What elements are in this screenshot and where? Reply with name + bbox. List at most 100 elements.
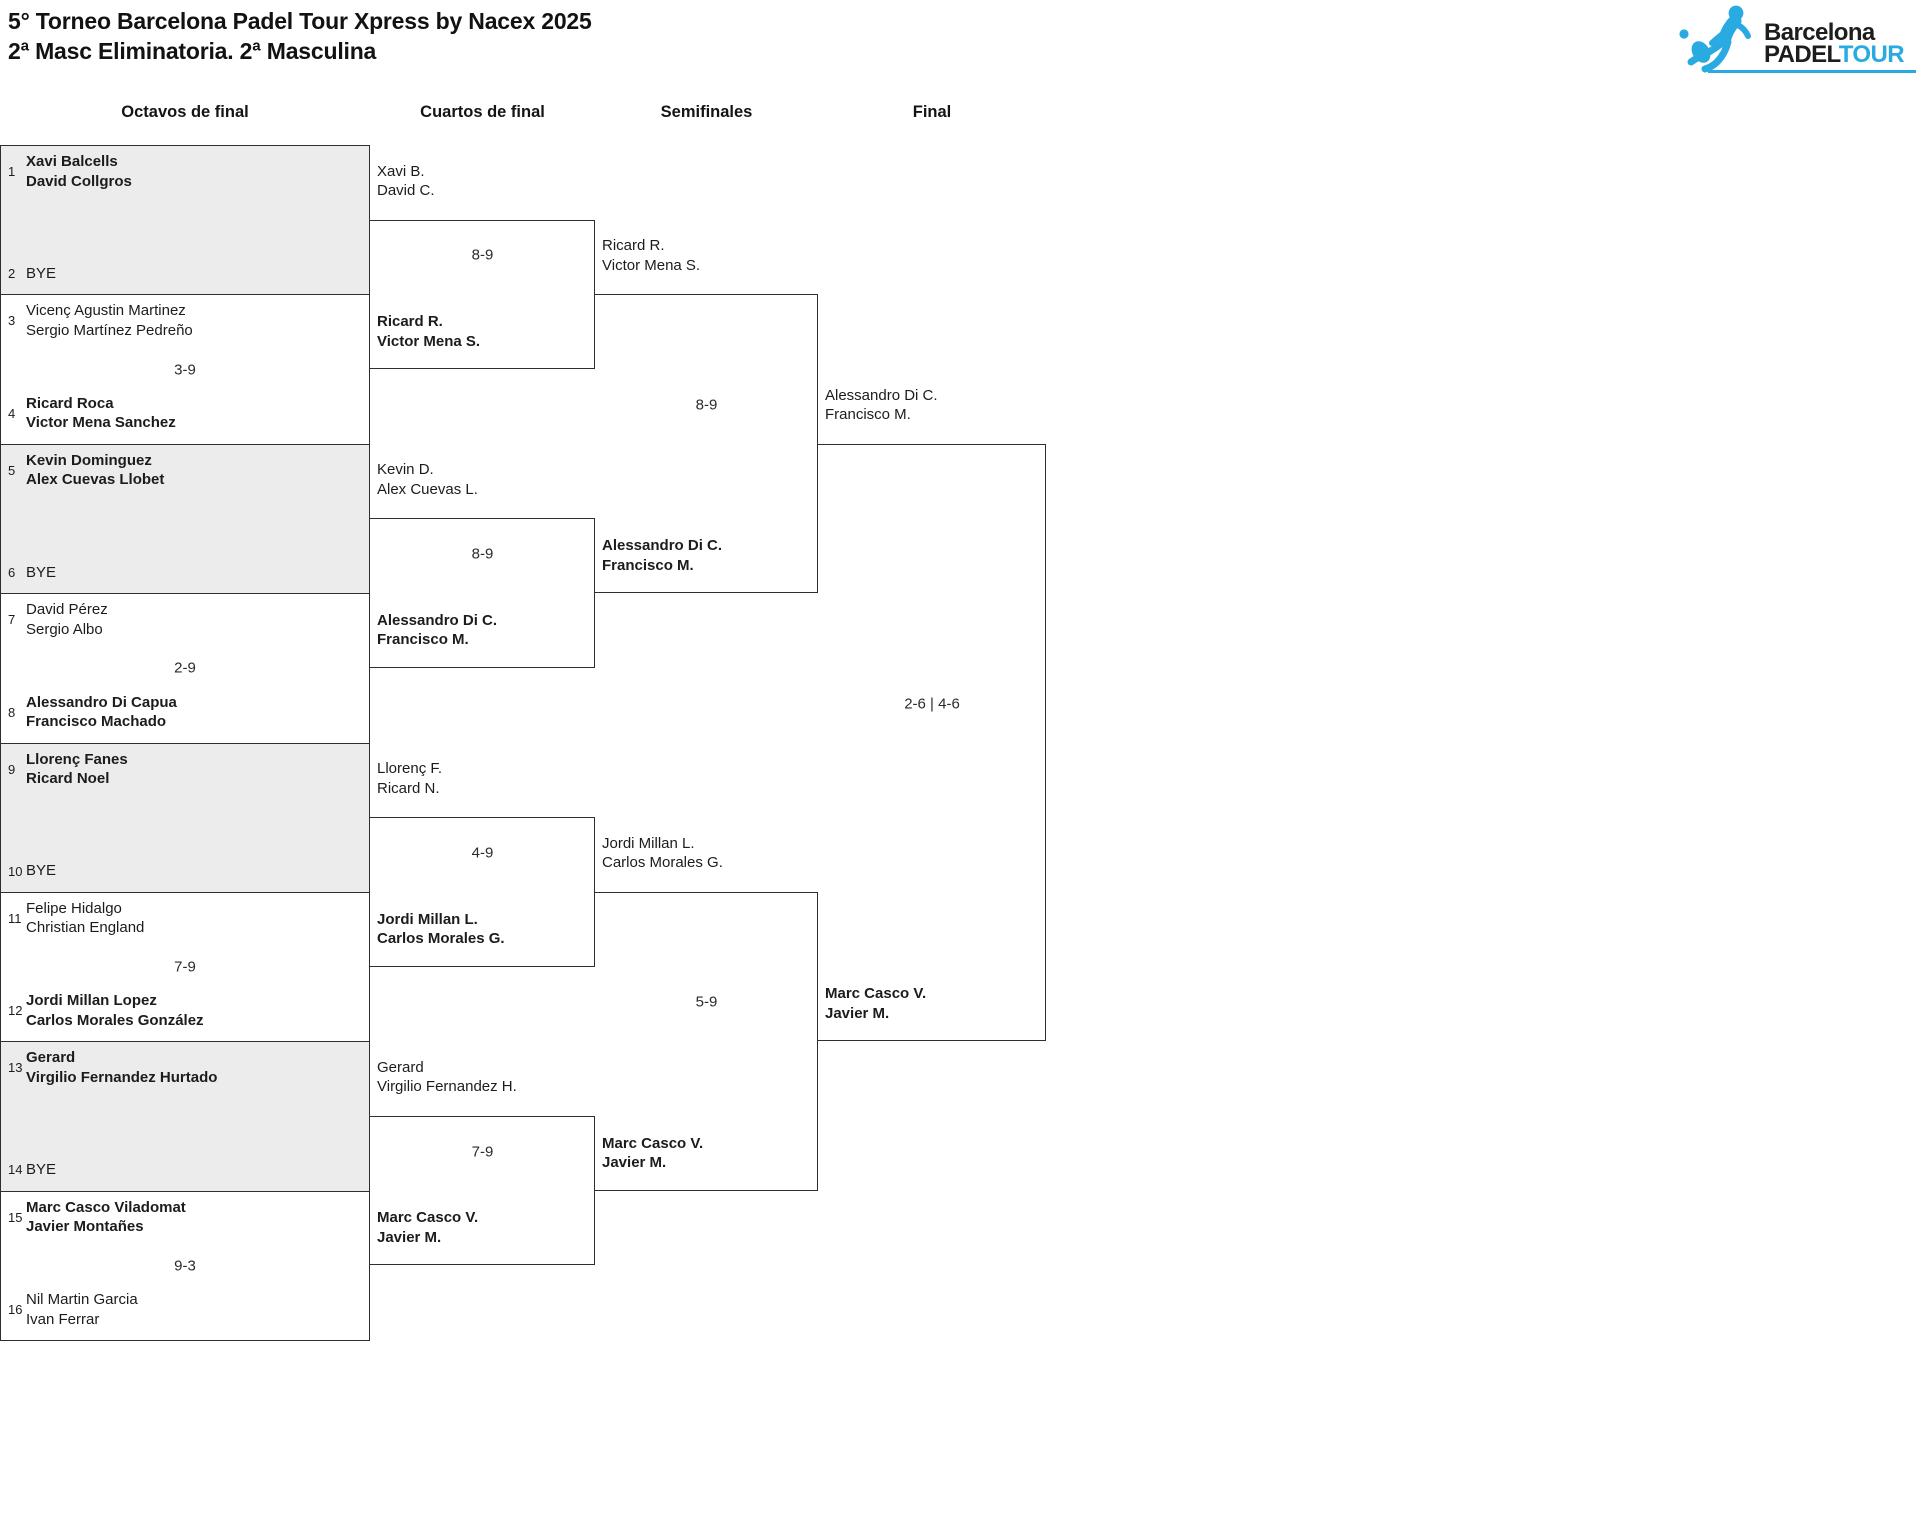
cuartos-score: 4-9 [471, 844, 494, 862]
logo-text: Barcelona PADELTOUR [1764, 19, 1905, 68]
team-name-line: Ricard Roca [26, 394, 114, 412]
team-name-line: Javier M. [377, 1228, 442, 1246]
team-name-line: BYE [26, 862, 57, 880]
team-name-line: Jordi Millan Lopez [26, 992, 157, 1010]
logo-word-tour: TOUR [1838, 41, 1905, 68]
logo-word-barcelona: Barcelona [1764, 19, 1875, 46]
team-name-line: Llorenç Fanes [26, 750, 128, 768]
semifinal-team-bottom: Alessandro Di C.Francisco M. [602, 536, 722, 575]
team-name-line: David Pérez [26, 601, 108, 619]
seed-number: 10 [8, 863, 23, 879]
team-name-line: Gerard [26, 1049, 76, 1067]
final-score: 2-6 | 4-6 [904, 695, 960, 712]
padel-player-icon [1679, 5, 1751, 73]
team-name-line: BYE [26, 563, 57, 581]
round-header-final: Final [912, 103, 952, 121]
seed-number: 7 [8, 612, 16, 628]
team-name-line: Christian England [26, 919, 145, 937]
team-name-line: Javier M. [825, 1004, 890, 1022]
seed-number: 9 [8, 761, 16, 777]
round-header-semifinales: Semifinales [660, 103, 753, 121]
team-name-line: Xavi Balcells [26, 153, 118, 170]
team-name-line: Kevin Dominguez [26, 451, 152, 469]
semifinal-score: 5-9 [695, 993, 718, 1011]
title-block: 5° Torneo Barcelona Padel Tour Xpress by… [8, 6, 592, 66]
team-name-line: Ricard Noel [26, 770, 110, 787]
team-name-line: Marc Casco V. [602, 1134, 704, 1152]
team-name-line: Virgilio Fernandez H. [377, 1078, 517, 1096]
seed-number: 15 [8, 1209, 23, 1225]
seed-number: 14 [8, 1162, 23, 1178]
semifinal-team-bottom: Marc Casco V. Javier M. [602, 1134, 703, 1173]
team-name-line: Victor Mena S. [377, 332, 481, 350]
cuartos-score: 7-9 [471, 1143, 494, 1161]
seed-number: 4 [8, 405, 16, 421]
team-name-line: Carlos Morales G. [602, 854, 723, 872]
team-name-line: Ricard N. [377, 779, 440, 797]
team-name-line: Virgilio Fernandez Hurtado [26, 1068, 218, 1086]
team-name-line: Sergio Martínez Pedreño [26, 321, 193, 339]
team-slot-seed-2: 2 BYE [8, 264, 56, 284]
cuartos-match-4 [370, 1115, 595, 1266]
semifinal-team-top: Ricard R.Victor Mena S. [602, 236, 700, 275]
team-name-line: BYE [26, 1161, 57, 1179]
match-score: 3-9 [174, 361, 196, 379]
cuartos-team-top: Kevin D.Alex Cuevas L. [377, 460, 478, 499]
final-match-1 [818, 443, 1046, 1042]
match-score: 9-3 [174, 1257, 196, 1275]
team-names: BYE [26, 1160, 56, 1180]
final-team-bottom: Marc Casco V.Javier M. [825, 984, 926, 1023]
final-team-top: Alessandro Di C.Francisco M. [825, 386, 938, 425]
team-names: BYE [26, 264, 56, 284]
seed-number: 3 [8, 313, 16, 329]
team-name-line: Javier Montañes [26, 1218, 144, 1236]
team-name-line: Jordi Millan L. [377, 910, 478, 928]
team-name-line: Kevin D. [377, 461, 434, 479]
seed-number: 11 [8, 910, 22, 926]
seed-number: 6 [8, 564, 16, 580]
semifinal-match-2 [595, 891, 818, 1191]
team-name-line: Alessandro Di C. [825, 386, 938, 404]
brand-logo: Barcelona PADELTOUR [1672, 4, 1918, 74]
logo-underline [1708, 70, 1916, 73]
round-header-cuartos: Cuartos de final [420, 103, 545, 121]
team-name-line: David C. [377, 182, 435, 200]
cuartos-score: 8-9 [471, 246, 494, 264]
seed-number: 5 [8, 462, 16, 478]
team-name-line: Marc Casco Viladomat [26, 1198, 186, 1216]
team-name-line: Alex Cuevas Llobet [26, 471, 165, 489]
seed-number: 16 [8, 1302, 23, 1317]
team-name-line: Alessandro Di C. [602, 537, 723, 555]
team-name-line: Javier M. [602, 1154, 667, 1172]
cuartos-team-bottom: Jordi Millan L.Carlos Morales G. [377, 910, 505, 949]
seed-number: 2 [8, 266, 16, 282]
team-name-line: Marc Casco V. [377, 1209, 479, 1227]
logo-word-padel: PADEL [1764, 41, 1839, 68]
cuartos-team-top: Llorenç F.Ricard N. [377, 759, 442, 798]
team-name-line: David Collgros [26, 172, 132, 190]
